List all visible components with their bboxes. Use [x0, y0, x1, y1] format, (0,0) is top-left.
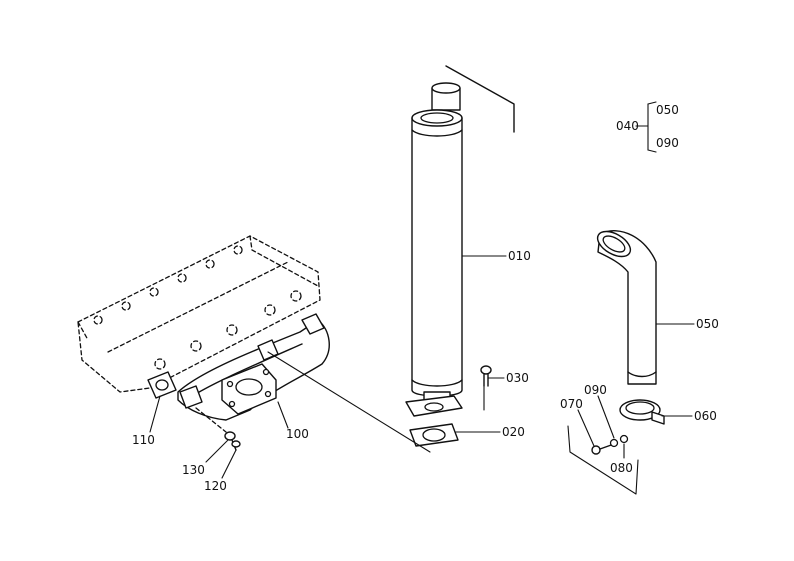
- tail-pipe: [596, 230, 657, 385]
- engine-head: [77, 235, 321, 393]
- callout-060: 060: [694, 409, 717, 423]
- callout-030: 030: [506, 371, 529, 385]
- callout-050: 050: [696, 317, 719, 331]
- callout-040-090-ref: 090: [656, 136, 679, 150]
- callout-labels: 010 020 030 040 050 090 050 060 070 080 …: [132, 103, 719, 493]
- clamp-bolt-washers: [567, 425, 639, 495]
- callout-120: 120: [204, 479, 227, 493]
- callout-040-050-ref: 050: [656, 103, 679, 117]
- stud-and-nut: [195, 407, 241, 451]
- pipe-clamp: [619, 399, 665, 425]
- callout-020: 020: [502, 425, 525, 439]
- callout-040: 040: [616, 119, 639, 133]
- callout-110: 110: [132, 433, 155, 447]
- callout-090: 090: [584, 383, 607, 397]
- exhaust-manifold: [177, 313, 330, 421]
- leader-lines: [149, 101, 695, 479]
- muffler: [411, 65, 515, 405]
- bolt-030: [480, 365, 492, 411]
- callout-010: 010: [508, 249, 531, 263]
- callout-080: 080: [610, 461, 633, 475]
- callout-100: 100: [286, 427, 309, 441]
- manifold-gasket: [147, 371, 203, 409]
- muffler-flange: [267, 351, 463, 453]
- callout-070: 070: [560, 397, 583, 411]
- callout-130: 130: [182, 463, 205, 477]
